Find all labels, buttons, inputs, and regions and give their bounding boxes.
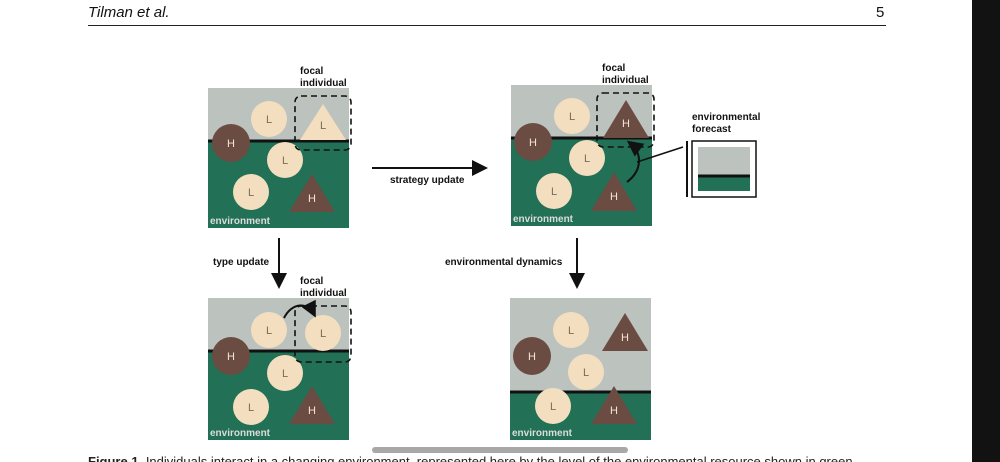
low-individual xyxy=(569,140,605,176)
environment-label: environment xyxy=(513,214,574,225)
low-label: L xyxy=(551,186,557,198)
focal-high-strategist xyxy=(603,100,649,138)
focal-highlight-box xyxy=(294,95,352,151)
high-strategist xyxy=(289,174,335,212)
horizontal-scrollbar-thumb[interactable] xyxy=(372,447,628,453)
focal-label: focal xyxy=(300,276,324,287)
high-label: H xyxy=(227,138,235,150)
high-label: H xyxy=(308,405,316,417)
high-strategist xyxy=(289,386,335,424)
high-label: H xyxy=(610,191,618,203)
panel-initial: L L H L L H focal individual environment xyxy=(208,66,352,228)
low-individual xyxy=(251,312,287,348)
high-strategist xyxy=(602,313,648,351)
forecast-connector xyxy=(636,146,684,163)
low-label: L xyxy=(568,325,574,337)
high-individual xyxy=(514,123,552,161)
high-strategist xyxy=(591,172,637,211)
high-label: H xyxy=(227,351,235,363)
high-individual xyxy=(212,124,250,162)
low-individual xyxy=(267,142,303,178)
panel-after-strategy-update: L H H L L H focal individual environment xyxy=(511,63,684,226)
low-label: L xyxy=(320,328,326,340)
figure-caption: Figure 1. Individuals interact in a chan… xyxy=(88,452,888,462)
high-individual xyxy=(212,337,250,375)
environmental-forecast-inset: environmental forecast xyxy=(686,112,761,198)
focal-label: focal xyxy=(300,66,324,77)
panel-after-type-update: L L H L L H focal individual environment xyxy=(208,276,352,440)
focal-label: focal xyxy=(602,63,626,74)
low-individual xyxy=(251,101,287,137)
low-individual xyxy=(233,389,269,425)
low-label: L xyxy=(584,153,590,165)
low-individual xyxy=(535,388,571,424)
low-label: L xyxy=(282,155,288,167)
low-individual xyxy=(233,174,269,210)
low-label: L xyxy=(569,111,575,123)
page-number: 5 xyxy=(876,4,885,21)
focal-highlight-box xyxy=(294,305,352,363)
high-label: H xyxy=(528,351,536,363)
low-individual xyxy=(568,354,604,390)
high-individual xyxy=(513,337,551,375)
high-label: H xyxy=(610,405,618,417)
header-rule xyxy=(88,25,886,26)
focal-highlight-box xyxy=(596,92,655,148)
environment-label: environment xyxy=(210,216,271,227)
low-label: L xyxy=(266,325,272,337)
caption-text: Individuals interact in a changing envir… xyxy=(145,454,857,462)
high-label: H xyxy=(622,118,630,130)
running-head-authors: Tilman et al. xyxy=(88,4,170,21)
low-label: L xyxy=(266,114,272,126)
environmental-dynamics-label: environmental dynamics xyxy=(445,257,563,268)
high-label: H xyxy=(529,137,537,149)
individual-label: individual xyxy=(300,78,347,89)
individual-label: individual xyxy=(300,288,347,299)
high-strategist xyxy=(591,386,637,424)
focal-low-individual xyxy=(305,315,341,351)
low-label: L xyxy=(550,401,556,413)
low-individual xyxy=(267,355,303,391)
low-individual xyxy=(554,98,590,134)
high-label: H xyxy=(308,193,316,205)
strategy-update-label: strategy update xyxy=(390,175,465,186)
low-individual xyxy=(536,173,572,209)
panel-after-environmental-dynamics: L H H L L H environment xyxy=(510,298,651,440)
high-label: H xyxy=(621,332,629,344)
environment-label: environment xyxy=(210,428,271,439)
focal-low-strategist xyxy=(300,104,346,140)
forecast-label-line2: forecast xyxy=(692,124,732,135)
low-label: L xyxy=(583,367,589,379)
low-label: L xyxy=(282,368,288,380)
forecast-label-line1: environmental xyxy=(692,112,761,123)
environment-label: environment xyxy=(512,428,573,439)
caption-label: Figure 1. xyxy=(88,454,143,462)
individual-label: individual xyxy=(602,75,649,86)
low-label: L xyxy=(320,120,326,132)
low-individual xyxy=(553,312,589,348)
forecast-sky xyxy=(698,147,750,176)
viewer-side-panel xyxy=(972,0,1000,462)
type-update-label: type update xyxy=(213,257,270,268)
low-label: L xyxy=(248,187,254,199)
low-label: L xyxy=(248,402,254,414)
